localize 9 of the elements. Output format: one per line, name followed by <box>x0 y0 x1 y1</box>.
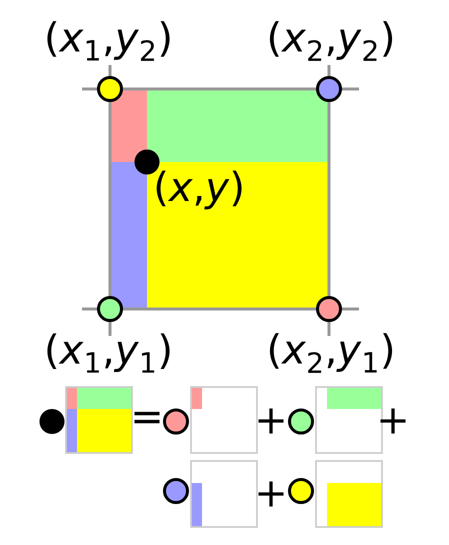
coordinate-label: (x$_{2}$,y$_{1}$) <box>270 333 392 373</box>
coordinate-label: (x$_{2}$,y$_{2}$) <box>270 21 392 61</box>
equals-sign: = <box>134 412 160 424</box>
coordinate-label: (x$_{1}$,y$_{2}$) <box>47 21 170 61</box>
plus-sign: + <box>380 408 406 434</box>
coordinate-label: (x$_{1}$,y$_{1}$) <box>47 333 170 373</box>
plus-sign: + <box>258 408 284 434</box>
plus-sign: + <box>258 481 284 507</box>
coordinate-label: (x,y) <box>156 170 242 210</box>
